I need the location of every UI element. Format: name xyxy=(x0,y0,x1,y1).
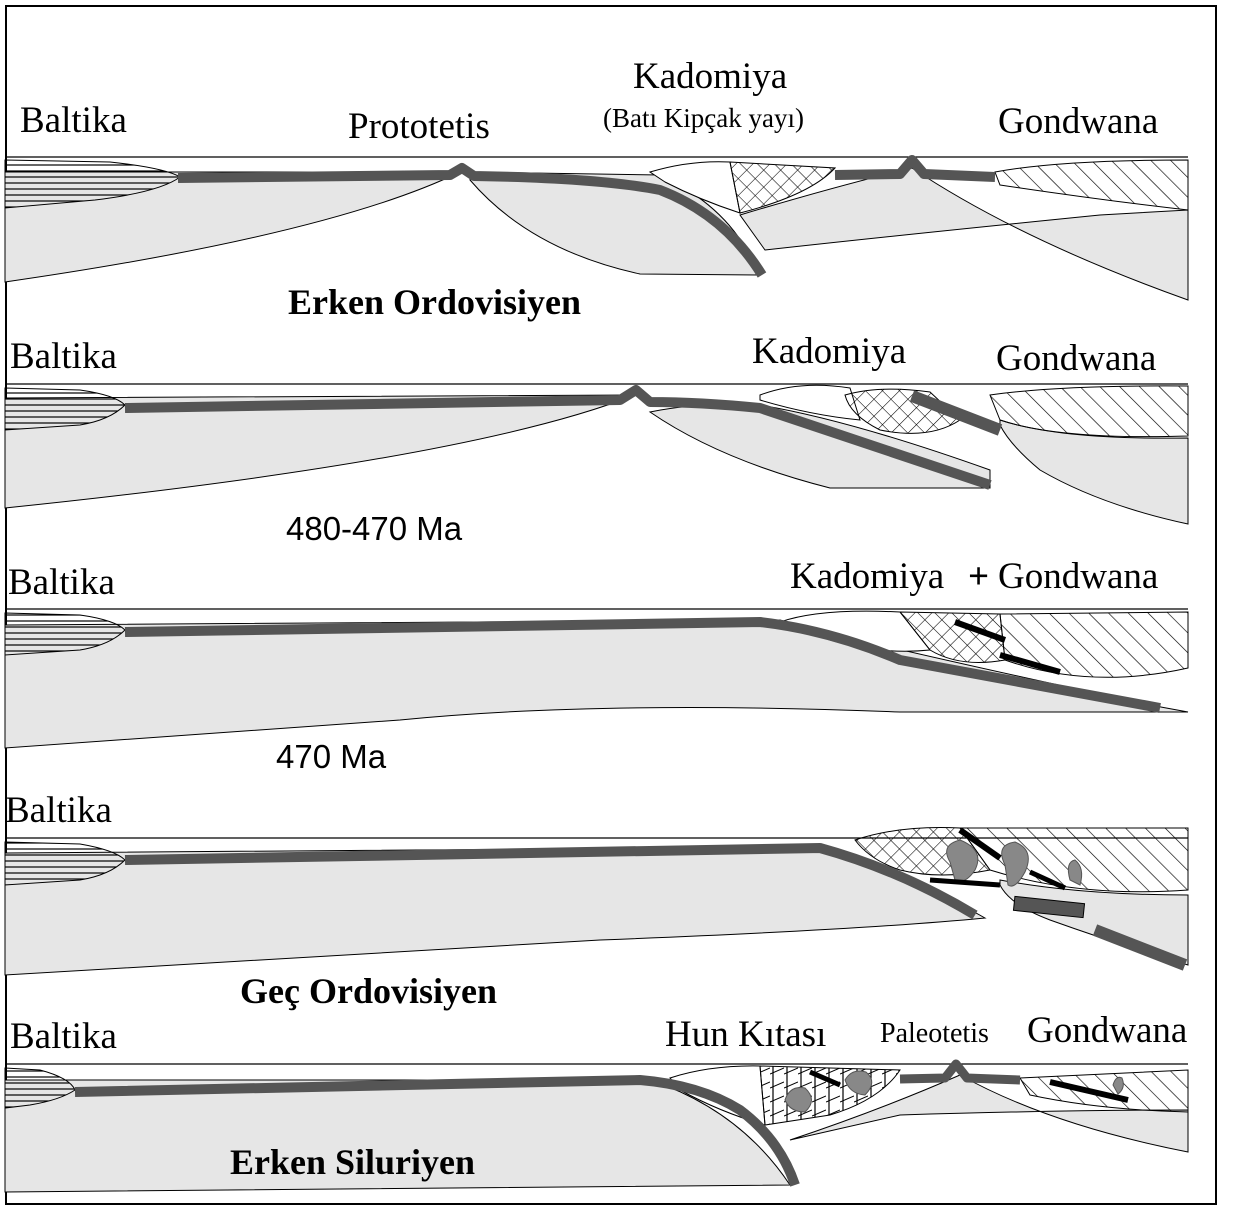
panel-2: Baltika Kadomiya Gondwana 480-470 Ma xyxy=(5,331,1188,547)
label-kadomiya: Kadomiya xyxy=(752,331,906,372)
label-kadomiya: Kadomiya xyxy=(790,556,944,597)
label-baltika: Baltika xyxy=(8,562,115,603)
label-plus: + xyxy=(968,556,989,597)
caption: Erken Ordovisiyen xyxy=(288,282,581,322)
caption: 480-470 Ma xyxy=(286,510,463,547)
caption: Geç Ordovisiyen xyxy=(240,971,497,1011)
thrust-2 xyxy=(930,880,1000,885)
caption: 470 Ma xyxy=(276,738,387,775)
panel-4: Baltika Geç Ordovisiyen xyxy=(5,790,1188,1011)
label-baltika: Baltika xyxy=(10,1016,117,1057)
label-gondwana: Gondwana xyxy=(998,556,1158,597)
label-gondwana: Gondwana xyxy=(996,338,1156,379)
label-gondwana: Gondwana xyxy=(998,101,1158,142)
gondwana-crust xyxy=(1000,612,1188,677)
label-hun: Hun Kıtası xyxy=(665,1014,826,1055)
label-paleotetis: Paleotetis xyxy=(880,1018,989,1049)
label-gondwana: Gondwana xyxy=(1027,1010,1187,1051)
caption: Erken Siluriyen xyxy=(230,1142,475,1182)
label-baltika: Baltika xyxy=(10,336,117,377)
label-baltika: Baltika xyxy=(5,790,112,831)
panel-3: Baltika Kadomiya + Gondwana 470 Ma xyxy=(5,556,1188,775)
panel-5: Baltika Hun Kıtası Paleotetis Gondwana E… xyxy=(5,1010,1188,1192)
label-kadomiya: Kadomiya xyxy=(633,56,787,97)
label-kadomiya-sub: (Batı Kipçak yayı) xyxy=(603,103,804,133)
gondwana-crust xyxy=(1020,1070,1188,1112)
mantle-left xyxy=(5,847,985,975)
panel-1: Baltika Prototetis Kadomiya (Batı Kipçak… xyxy=(5,56,1188,322)
label-prototetis: Prototetis xyxy=(348,106,490,147)
label-baltika: Baltika xyxy=(20,100,127,141)
gondwana-crust xyxy=(995,160,1188,210)
